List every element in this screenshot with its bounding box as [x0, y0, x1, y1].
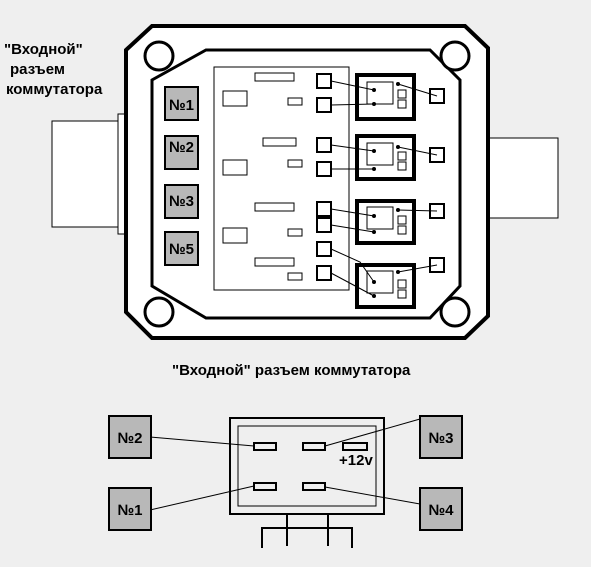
pcb-board — [213, 66, 350, 291]
input-connector-label: "Входной" разъем коммутатора — [4, 41, 103, 98]
input-pin-5: №5 — [164, 231, 199, 266]
relay-2 — [355, 134, 416, 181]
connector-pin-4: №4 — [419, 487, 463, 531]
connector-pin-3: №3 — [419, 415, 463, 459]
connector-wires — [149, 418, 421, 511]
relay-4 — [355, 263, 416, 309]
svg-text:№5: №5 — [169, 241, 194, 258]
svg-text:№1: №1 — [117, 502, 142, 519]
pcb-components — [222, 72, 303, 281]
mount-hole-tl — [143, 40, 175, 72]
svg-text:№3: №3 — [169, 193, 194, 210]
left-flange — [51, 113, 127, 235]
svg-text:№3: №3 — [428, 430, 453, 447]
connector-title: "Входной" разъем коммутатора — [172, 362, 411, 379]
mount-hole-bl — [143, 296, 175, 328]
mount-hole-br — [439, 296, 471, 328]
input-pin-1: №1 — [164, 86, 199, 121]
svg-text:№4: №4 — [428, 502, 454, 519]
connector-body — [229, 417, 385, 548]
supply-label: +12v — [339, 452, 373, 469]
connector-pin-2: №2 — [108, 415, 152, 459]
svg-text:№1: №1 — [169, 97, 194, 114]
svg-text:"Входной": "Входной" — [4, 41, 83, 58]
svg-text:№2: №2 — [169, 139, 194, 156]
pcb-traces — [330, 80, 438, 297]
svg-text:коммутатора: коммутатора — [6, 81, 103, 98]
relay-3 — [355, 199, 416, 245]
svg-text:№2: №2 — [117, 430, 142, 447]
svg-text:разъем: разъем — [10, 61, 65, 78]
input-pin-3: №3 — [164, 184, 199, 219]
mount-hole-tr — [439, 40, 471, 72]
input-pin-2: №2 — [164, 135, 199, 170]
connector-pin-1: №1 — [108, 487, 152, 531]
